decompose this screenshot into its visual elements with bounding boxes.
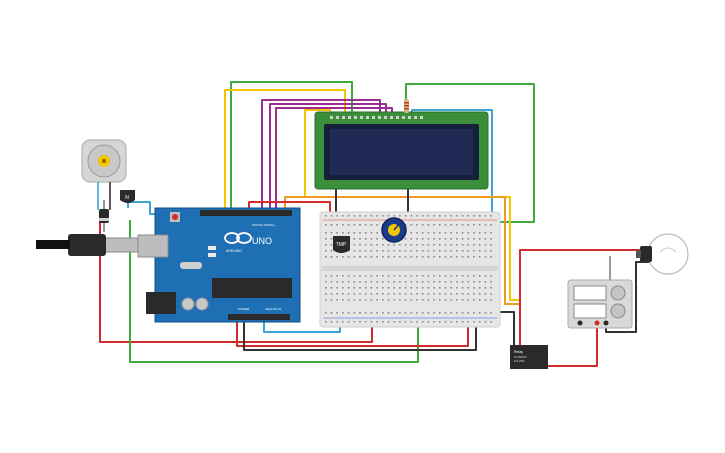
arduino-logo [224, 232, 252, 244]
wire-purple-lcd-2[interactable] [269, 103, 387, 212]
wires [99, 81, 650, 367]
wire-red-relay[interactable] [519, 249, 640, 345]
power-supply-icon[interactable] [567, 279, 633, 329]
arduino-digital-label: DIGITAL (PWM~) [252, 223, 275, 227]
arduino-analog-label: ANALOG IN [265, 307, 281, 311]
lcd-resistor[interactable] [404, 99, 409, 113]
lcd-pin-header [330, 116, 423, 119]
breadboard[interactable] [319, 211, 501, 328]
wire-red-supply[interactable] [544, 325, 598, 367]
lcd-screen [330, 129, 473, 175]
wire-red-power[interactable] [236, 312, 469, 347]
wire-green-lcd-right[interactable] [405, 83, 535, 223]
atmega-chip [212, 278, 292, 298]
wire-black-power[interactable] [243, 312, 477, 351]
usb-cable[interactable] [36, 234, 139, 256]
transistor[interactable]: N [120, 190, 135, 203]
wire-green-bottom[interactable] [129, 220, 419, 363]
diode-icon[interactable] [99, 200, 109, 232]
potentiometer-icon[interactable] [381, 217, 407, 243]
arduino-uno[interactable]: UNO ARDUINO DIGITAL (PWM~) POWER ANALOG … [137, 207, 301, 323]
arduino-power-label: POWER [238, 307, 250, 311]
digital-header [200, 210, 292, 216]
arduino-model-label: UNO [252, 236, 272, 246]
transistor-label: N [125, 195, 129, 201]
light-bulb-icon[interactable] [636, 233, 689, 275]
wire-black-bulb[interactable] [605, 261, 650, 333]
breadboard-holes [325, 215, 492, 323]
temperature-sensor[interactable]: TMP [333, 236, 350, 253]
usb-port [137, 234, 169, 258]
lcd-display[interactable] [314, 99, 489, 190]
relay[interactable]: Relay 5V-250VAC 10A 250V [510, 345, 548, 369]
arduino-brand-label: ARDUINO [226, 249, 242, 253]
temp-sensor-label: TMP [336, 242, 347, 248]
power-analog-header [228, 314, 290, 320]
dc-jack [146, 292, 176, 314]
wire-red-arduino[interactable] [248, 201, 331, 216]
relay-spec-2: 10A 250V [514, 360, 525, 363]
relay-spec-1: 5V-250VAC [514, 356, 527, 359]
relay-label: Relay [514, 350, 523, 354]
dc-motor-icon[interactable] [81, 139, 127, 210]
